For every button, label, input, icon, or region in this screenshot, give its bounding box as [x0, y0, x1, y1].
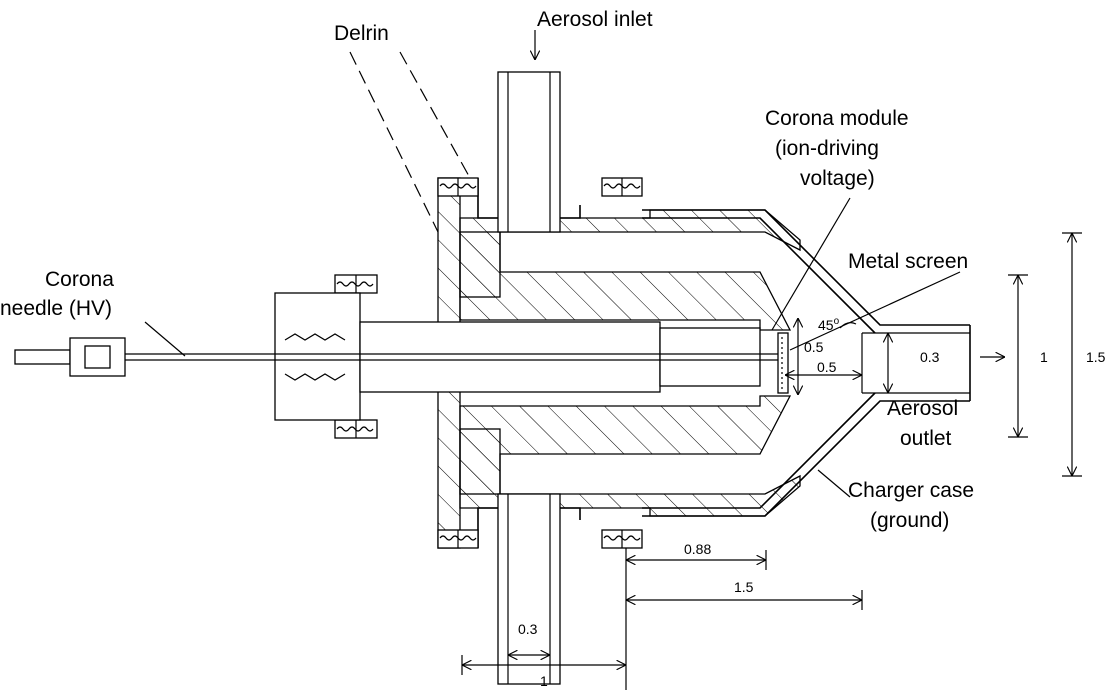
dim-outlet-15: 1.5: [1086, 349, 1106, 365]
label-corona-module-1: Corona module: [765, 107, 909, 130]
dim-inlet-diameter: 0.3: [518, 621, 538, 637]
label-aerosol-inlet: Aerosol inlet: [537, 8, 653, 31]
delrin-housing: [437, 177, 801, 549]
label-aerosol-outlet-1: Aerosol: [887, 397, 958, 420]
label-charger-case-1: Charger case: [848, 479, 974, 502]
delrin-leader-2: [399, 51, 471, 179]
charger-case-leader: [817, 469, 851, 498]
angle-arc: [839, 322, 857, 329]
delrin-leader-1: [349, 51, 439, 233]
label-corona-needle-2: needle (HV): [0, 297, 112, 320]
charger-case: [642, 209, 971, 517]
dim-len-15: 1.5: [734, 579, 754, 595]
corona-needle-leader: [144, 321, 186, 357]
dim-angle: 45o: [818, 316, 840, 333]
dimension-lines: [461, 232, 1082, 690]
flange-bolts: [334, 177, 643, 549]
label-metal-screen: Metal screen: [848, 250, 968, 273]
dim-len-088: 0.88: [684, 541, 711, 557]
dim-outlet-diameter: 0.3: [920, 349, 940, 365]
label-corona-module-2: (ion-driving: [775, 137, 879, 160]
label-aerosol-outlet-2: outlet: [900, 427, 952, 450]
label-charger-case-2: (ground): [870, 509, 949, 532]
label-delrin: Delrin: [334, 22, 389, 45]
dim-bottom-1: 1: [540, 673, 548, 689]
label-corona-module-3: voltage): [800, 167, 875, 190]
label-corona-needle-1: Corona: [45, 268, 114, 291]
needle-assembly: [14, 292, 789, 421]
metal-screen-leader: [789, 271, 961, 351]
dim-outlet-1: 1: [1040, 349, 1048, 365]
dim-gap-horizontal: 0.5: [817, 359, 837, 375]
dim-gap-vertical: 0.5: [804, 339, 824, 355]
corona-module-leader: [771, 197, 851, 331]
